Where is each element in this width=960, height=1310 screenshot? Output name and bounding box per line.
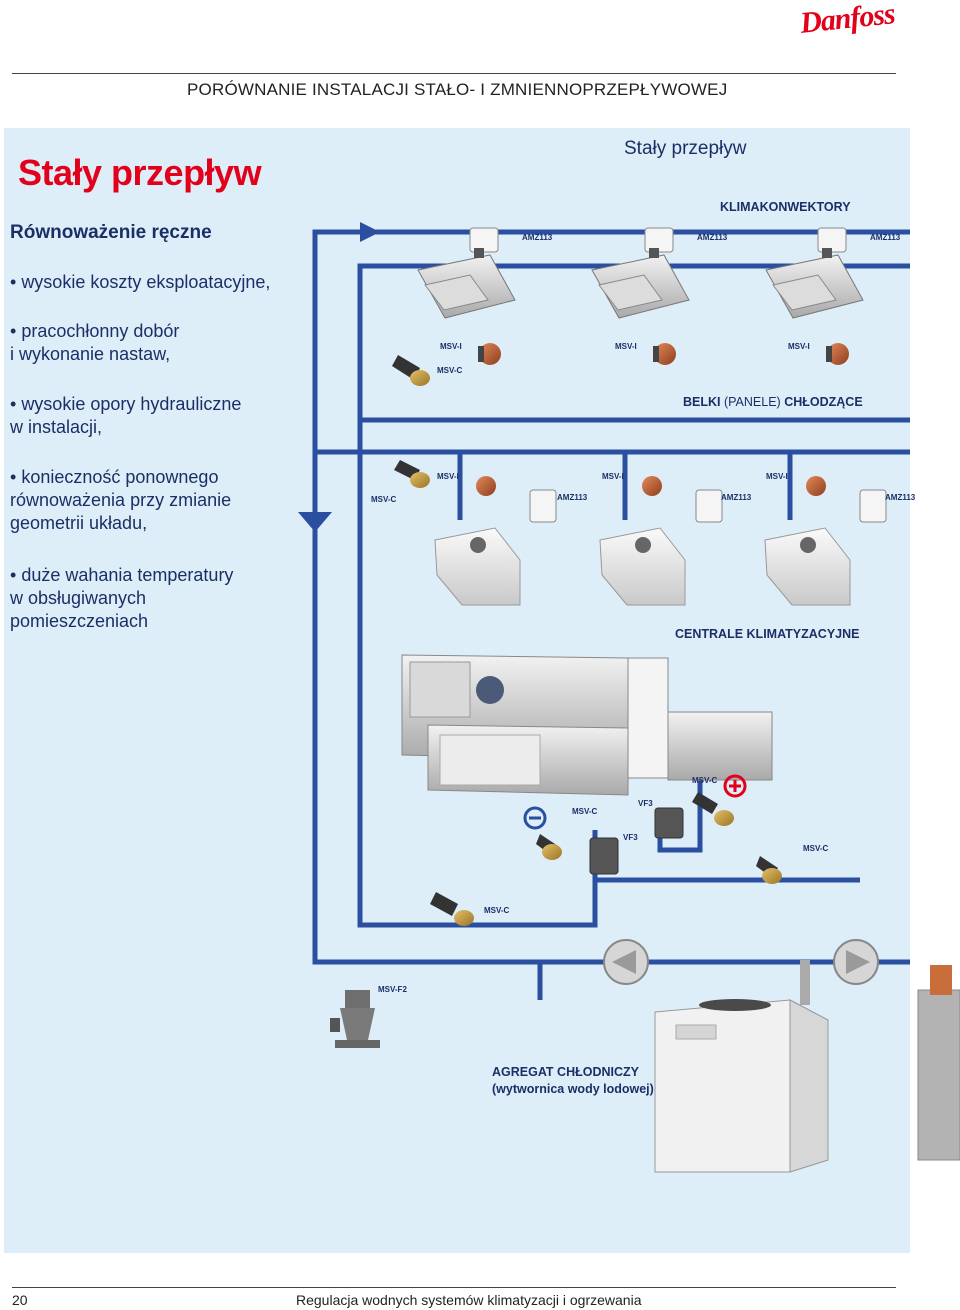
msv-i-label: MSV-I — [615, 342, 637, 351]
footer-text: Regulacja wodnych systemów klimatyzacji … — [296, 1292, 642, 1308]
amz113-valve-icon — [469, 227, 499, 258]
bullet-item: • wysokie koszty eksploatacyjne, — [10, 272, 271, 292]
msv-c-valve-icon — [430, 892, 474, 926]
msv-i-label: MSV-I — [788, 342, 810, 351]
chilled-beam-unit — [599, 527, 686, 606]
vf3-label: VF3 — [623, 833, 638, 842]
msv-i-label: MSV-I — [602, 472, 624, 481]
chilled-beam-unit — [764, 527, 851, 606]
msv-i-valve-icon — [806, 476, 826, 496]
msv-i-valve-icon — [826, 343, 849, 365]
amz113-label: AMZ113 — [870, 233, 901, 242]
fancoil-unit — [591, 254, 690, 319]
amz113-valve-icon — [529, 489, 557, 523]
vf3-valve-icon — [654, 807, 684, 839]
chiller-unit — [654, 960, 829, 1173]
plus-icon — [723, 774, 747, 798]
pump-icon — [603, 939, 649, 985]
msv-c-label: MSV-C — [484, 906, 510, 915]
amz113-valve-icon — [695, 489, 723, 523]
msv-c-valve-icon — [756, 856, 782, 884]
section-label-chiller: AGREGAT CHŁODNICZY(wytwornica wody lodow… — [492, 1065, 654, 1096]
msv-f2-label: MSV-F2 — [378, 985, 407, 994]
amz113-label: AMZ113 — [697, 233, 728, 242]
return-pipe — [357, 263, 910, 928]
amz113-valve-icon — [859, 489, 887, 523]
pipe-network — [312, 229, 910, 1000]
vf3-label: VF3 — [638, 799, 653, 808]
bullet-item: • konieczność ponownego równoważenia prz… — [10, 467, 232, 533]
footer-rule — [12, 1287, 896, 1288]
msv-c-label: MSV-C — [572, 807, 598, 816]
msv-i-label: MSV-I — [440, 342, 462, 351]
vf3-valve-icon — [589, 837, 619, 875]
fancoil-unit — [417, 254, 516, 319]
section-label-ahu: CENTRALE KLIMATYZACYJNE — [675, 627, 860, 641]
bullet-item: • pracochłonny dobór i wykonanie nastaw, — [10, 321, 180, 364]
header-rule — [12, 73, 896, 74]
msv-c-label: MSV-C — [803, 844, 829, 853]
amz113-valve-icon — [817, 227, 847, 258]
air-handling-unit — [401, 654, 773, 796]
msv-c-label: MSV-C — [371, 495, 397, 504]
hydronic-module — [917, 965, 960, 1161]
msv-i-valve-icon — [478, 343, 501, 365]
bullet-item: • duże wahania temperatury w obsługiwany… — [10, 565, 234, 631]
msv-f2-valve-icon — [330, 990, 380, 1048]
section-label-fancoils: KLIMAKONWEKTORY — [720, 200, 851, 214]
msv-i-valve-icon — [476, 476, 496, 496]
page-title: PORÓWNANIE INSTALACJI STAŁO- I ZMNIENNOP… — [187, 80, 728, 99]
msv-i-label: MSV-I — [437, 472, 459, 481]
msv-i-valve-icon — [642, 476, 662, 496]
chilled-beam-unit — [434, 527, 521, 606]
msv-i-valve-icon — [653, 343, 676, 365]
amz113-label: AMZ113 — [885, 493, 916, 502]
diagram-title: Stały przepływ — [624, 138, 747, 159]
bullet-item: • wysokie opory hydrauliczne w instalacj… — [10, 394, 242, 437]
section-title: Stały przepływ — [18, 152, 262, 193]
section-subtitle: Równoważenie ręczne — [10, 222, 212, 243]
msv-c-valve-icon — [394, 460, 430, 488]
amz113-label: AMZ113 — [721, 493, 752, 502]
msv-i-label: MSV-I — [766, 472, 788, 481]
msv-c-label: MSV-C — [692, 776, 718, 785]
msv-c-valve-icon — [536, 834, 562, 860]
page-number: 20 — [12, 1292, 28, 1308]
msv-c-label: MSV-C — [437, 366, 463, 375]
amz113-valve-icon — [644, 227, 674, 258]
flow-arrow-icon — [360, 222, 380, 242]
amz113-label: AMZ113 — [557, 493, 588, 502]
amz113-label: AMZ113 — [522, 233, 553, 242]
pump-icon — [833, 939, 879, 985]
section-label-beams: BELKI (PANELE) CHŁODZĄCE — [683, 395, 863, 409]
msv-c-valve-icon — [692, 792, 734, 826]
fancoil-unit — [765, 254, 864, 319]
msv-c-valve-icon — [392, 355, 430, 386]
flow-arrow-icon — [298, 512, 332, 532]
minus-icon — [523, 806, 547, 830]
